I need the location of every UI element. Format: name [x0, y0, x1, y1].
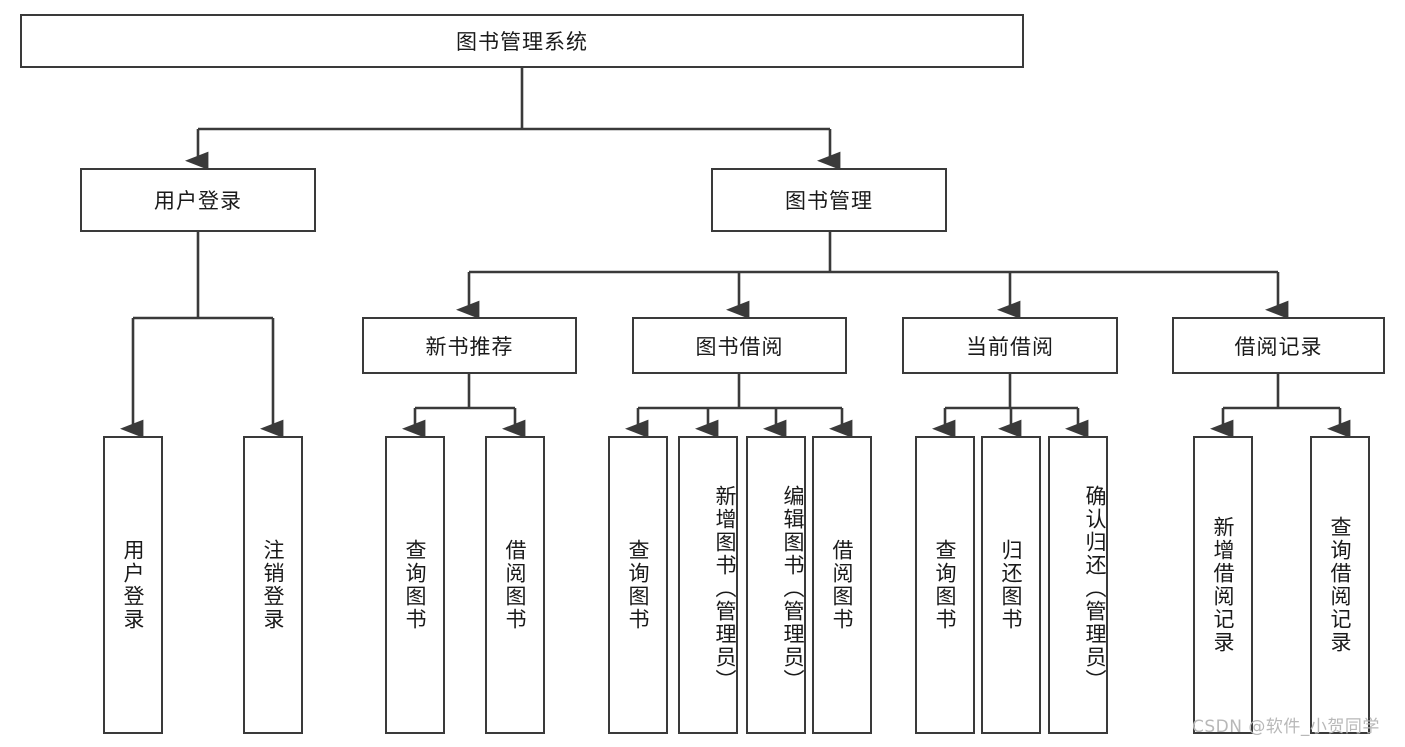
node-user-login[interactable]: 用户登录 [80, 168, 316, 232]
node-leaf-logout[interactable]: 注销登录 [243, 436, 303, 734]
node-leaf-confirm-return-admin[interactable]: 确认归还（管理员） [1048, 436, 1108, 734]
node-leaf-query-borrow-record[interactable]: 查询借阅记录 [1310, 436, 1370, 734]
node-root[interactable]: 图书管理系统 [20, 14, 1024, 68]
node-leaf-query-book-borrow[interactable]: 查询图书 [608, 436, 668, 734]
node-book-manage[interactable]: 图书管理 [711, 168, 947, 232]
node-leaf-add-borrow-record[interactable]: 新增借阅记录 [1193, 436, 1253, 734]
node-leaf-borrow-book[interactable]: 借阅图书 [812, 436, 872, 734]
node-leaf-query-book-recommend[interactable]: 查询图书 [385, 436, 445, 734]
node-new-book-recommend[interactable]: 新书推荐 [362, 317, 577, 374]
node-leaf-edit-book-admin[interactable]: 编辑图书（管理员） [746, 436, 806, 734]
node-leaf-add-book-admin[interactable]: 新增图书（管理员） [678, 436, 738, 734]
node-current-borrow[interactable]: 当前借阅 [902, 317, 1118, 374]
node-borrow-record[interactable]: 借阅记录 [1172, 317, 1385, 374]
node-leaf-user-login[interactable]: 用户登录 [103, 436, 163, 734]
watermark-text: CSDN @软件_小贺同学 [1192, 717, 1380, 737]
node-leaf-borrow-book-recommend[interactable]: 借阅图书 [485, 436, 545, 734]
node-book-borrow[interactable]: 图书借阅 [632, 317, 847, 374]
node-leaf-return-book[interactable]: 归还图书 [981, 436, 1041, 734]
node-leaf-query-book-current[interactable]: 查询图书 [915, 436, 975, 734]
